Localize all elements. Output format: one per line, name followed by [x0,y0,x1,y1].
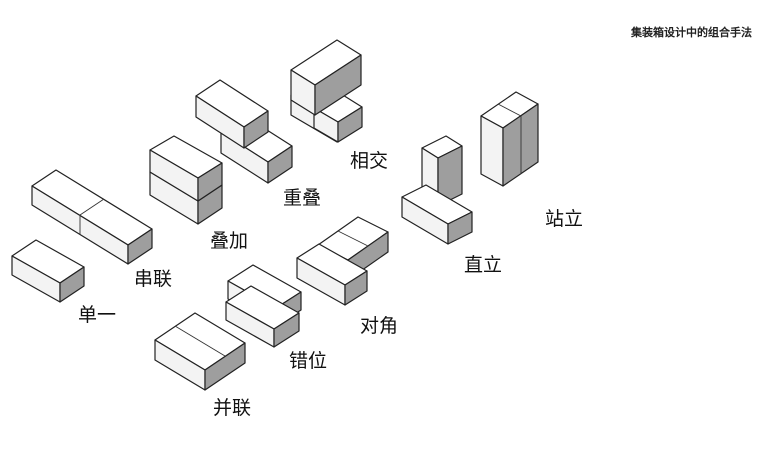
label-intersect: 相交 [350,150,389,172]
figure-title: 集装箱设计中的组合手法 [631,26,752,39]
label-overlap: 重叠 [283,187,322,209]
label-standing: 站立 [545,208,584,230]
label-staggered: 错位 [289,350,328,372]
label-parallel: 并联 [213,397,252,419]
container-stack [149,135,223,225]
container-standing [480,91,539,187]
container-overlap [195,79,293,184]
container-series [31,169,153,265]
container-intersect [290,39,363,143]
label-upright: 直立 [464,254,503,276]
container-staggered [225,264,302,348]
label-diagonal: 对角 [360,315,399,337]
label-series: 串联 [134,268,173,290]
container-diagonal [296,216,389,306]
container-parallel [154,312,246,391]
container-single [11,239,85,303]
label-stack: 叠加 [210,230,249,252]
container-upright [401,135,473,245]
label-single: 单一 [78,304,117,326]
